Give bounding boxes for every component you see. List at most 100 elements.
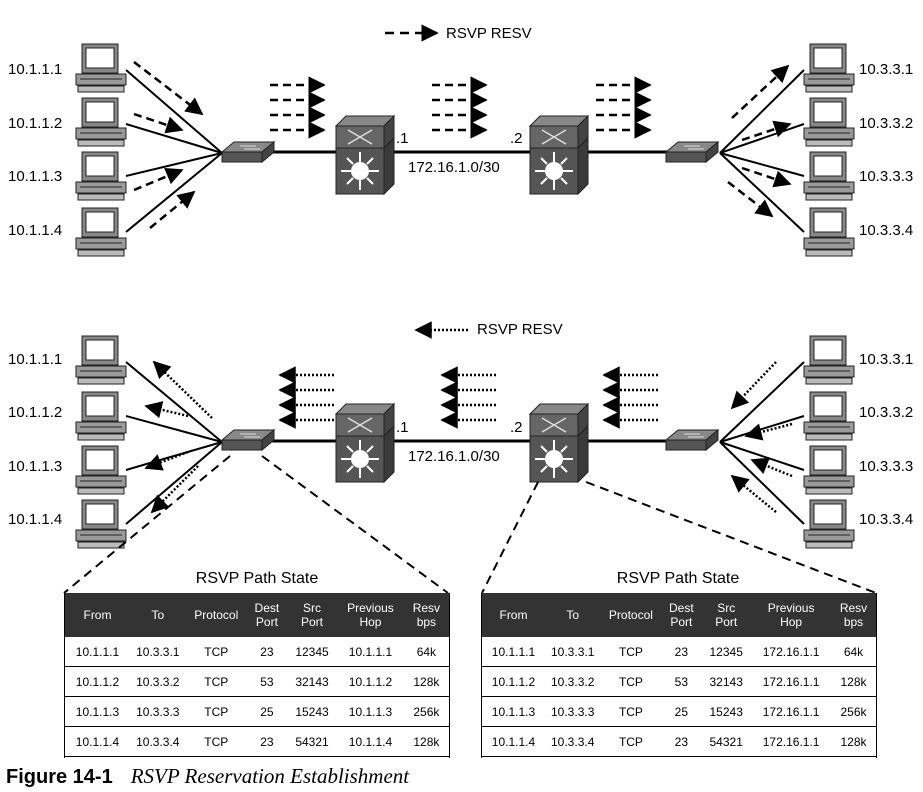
table-row: 10.1.1.4 10.3.3.4 TCP 23 54321 172.16.1.… [482, 726, 876, 757]
column-header: Dest Port [661, 593, 702, 637]
table-cell: 12345 [701, 637, 752, 667]
switch-icon [665, 141, 719, 163]
table-cell: 10.1.1.4 [337, 726, 404, 757]
table-cell: 10.3.3.4 [129, 726, 186, 757]
pc-icon [75, 335, 127, 385]
table-cell: 10.1.1.2 [337, 666, 404, 697]
pc-icon [75, 445, 127, 495]
host-label: 10.3.3.2 [859, 404, 913, 421]
table-cell: 172.16.1.1 [751, 666, 832, 697]
column-header: Resv bps [831, 593, 876, 637]
table-cell: 32143 [286, 666, 338, 697]
resv-arrows-left [144, 360, 213, 514]
pc-icon [803, 499, 855, 549]
host-links-left [125, 69, 223, 233]
router-interface-label: .2 [510, 130, 523, 147]
path-state-table-left-frame: From To Protocol Dest Port Src Port Prev… [64, 593, 450, 758]
table-cell: 54321 [701, 726, 752, 757]
pc-icon [75, 499, 127, 549]
column-header: Src Port [286, 593, 338, 637]
table-cell: 10.1.1.2 [482, 666, 545, 697]
figure-title: RSVP Reservation Establishment [130, 764, 410, 788]
table-cell: 23 [661, 726, 702, 757]
host-label: 10.3.3.3 [859, 168, 913, 185]
table-header-row: From To Protocol Dest Port Src Port Prev… [65, 593, 449, 637]
column-header: To [129, 593, 186, 637]
table-cell: TCP [600, 637, 662, 667]
resv-arrows-left [133, 61, 204, 229]
path-state-table-left: From To Protocol Dest Port Src Port Prev… [65, 593, 449, 757]
table-cell: 10.3.3.1 [544, 637, 601, 667]
table-cell: 25 [246, 696, 287, 727]
table-cell: 23 [246, 726, 287, 757]
router-interface-label: .1 [396, 419, 409, 436]
legend-label: RSVP RESV [446, 25, 532, 42]
table-cell: TCP [600, 726, 662, 757]
pc-icon [803, 391, 855, 441]
column-header: From [482, 593, 545, 637]
table-cell: 256k [403, 696, 449, 727]
router-interface-label: .2 [510, 419, 523, 436]
host-label: 10.1.1.1 [8, 61, 62, 78]
table-cell: 53 [246, 666, 287, 697]
host-label: 10.1.1.2 [8, 115, 62, 132]
table-row: 10.1.1.2 10.3.3.2 TCP 53 32143 10.1.1.2 … [65, 666, 449, 697]
host-label: 10.3.3.1 [859, 61, 913, 78]
table-cell: TCP [600, 696, 662, 727]
pc-icon [803, 207, 855, 257]
table-cell: 23 [661, 637, 702, 667]
table-cell: 10.3.3.3 [544, 696, 601, 727]
host-links-left [125, 361, 223, 525]
table-title: RSVP Path State [616, 570, 740, 587]
host-label: 10.1.1.2 [8, 404, 62, 421]
table-cell: 10.1.1.3 [482, 696, 545, 727]
table-cell: 23 [246, 637, 287, 667]
pc-icon [803, 151, 855, 201]
table-cell: 15243 [286, 696, 338, 727]
path-state-table-right: From To Protocol Dest Port Src Port Prev… [482, 593, 876, 757]
router-icon [529, 403, 589, 483]
table-cell: 10.3.3.3 [129, 696, 186, 727]
table-cell: 10.1.1.1 [482, 637, 545, 667]
table-cell: 10.3.3.1 [129, 637, 186, 667]
host-links-right [719, 361, 805, 525]
table-row: 10.1.1.3 10.3.3.3 TCP 25 15243 172.16.1.… [482, 696, 876, 727]
table-title: RSVP Path State [195, 570, 319, 587]
table-row: 10.1.1.1 10.3.3.1 TCP 23 12345 172.16.1.… [482, 637, 876, 667]
host-label: 10.3.3.4 [859, 511, 913, 528]
table-cell: 54321 [286, 726, 338, 757]
host-label: 10.3.3.3 [859, 458, 913, 475]
column-header: Previous Hop [337, 593, 404, 637]
top-diagram: RSVP RESV 10.1.1.1 10.1.1.2 10.1.1.3 10.… [8, 24, 913, 257]
table-cell: TCP [185, 726, 247, 757]
table-cell: 32143 [701, 666, 752, 697]
table-cell: TCP [600, 666, 662, 697]
table-cell: 128k [831, 666, 876, 697]
table-row: 10.1.1.1 10.3.3.1 TCP 23 12345 10.1.1.1 … [65, 637, 449, 667]
host-label: 10.1.1.4 [8, 511, 62, 528]
table-header-row: From To Protocol Dest Port Src Port Prev… [482, 593, 876, 637]
column-header: To [544, 593, 601, 637]
link-subnet-label: 172.16.1.0/30 [408, 448, 500, 465]
table-cell: TCP [185, 696, 247, 727]
bottom-diagram: RSVP RESV 10.1.1.1 10.1.1.2 10.1.1.3 10.… [8, 321, 913, 594]
router-icon [529, 115, 589, 195]
pc-icon [75, 151, 127, 201]
pc-icon [75, 97, 127, 147]
pc-icon [803, 335, 855, 385]
figure-number: Figure 14-1 [6, 766, 113, 788]
switch-icon [221, 141, 275, 163]
table-row: 10.1.1.2 10.3.3.2 TCP 53 32143 172.16.1.… [482, 666, 876, 697]
host-label: 10.3.3.4 [859, 222, 913, 239]
column-header: Previous Hop [751, 593, 832, 637]
table-cell: 12345 [286, 637, 338, 667]
pc-icon [75, 207, 127, 257]
column-header: Src Port [701, 593, 752, 637]
table-cell: 256k [831, 696, 876, 727]
table-cell: 10.3.3.4 [544, 726, 601, 757]
table-cell: 10.1.1.1 [65, 637, 130, 667]
table-cell: 172.16.1.1 [751, 637, 832, 667]
table-cell: TCP [185, 637, 247, 667]
resv-arrow-stack [278, 366, 658, 429]
